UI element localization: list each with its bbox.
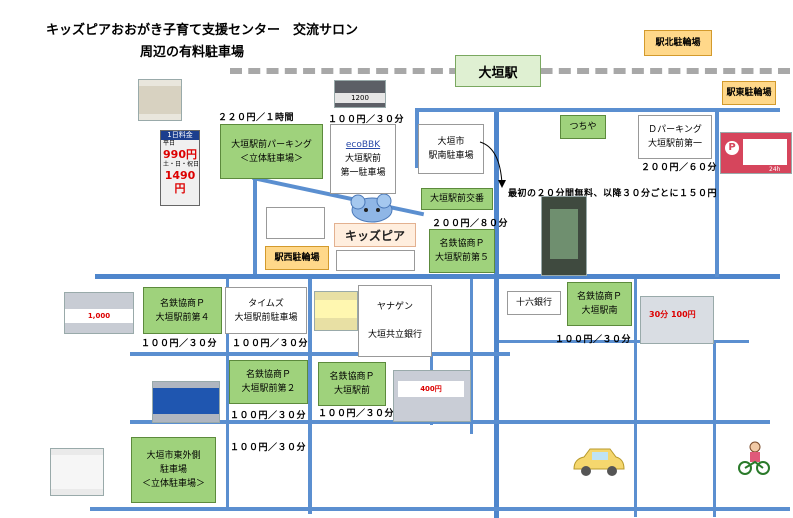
bike-parking-west: 駅西駐輪場 xyxy=(265,246,329,270)
parking-juroku-bank: 十六銀行 xyxy=(507,291,561,315)
blank-building xyxy=(266,207,325,239)
parking-ogaki-ekimae: 大垣駅前パーキング＜立体駐車場＞ xyxy=(220,124,323,179)
price-label: １００円／３０分 xyxy=(328,115,405,125)
road-mid-horizontal xyxy=(130,352,510,356)
kids-pia-mascot-icon xyxy=(350,193,393,223)
photo-sign xyxy=(541,196,587,276)
road-diag-west xyxy=(253,176,257,274)
price-label: １００円／３０分 xyxy=(230,411,307,421)
price-label: ２００円／８０分 xyxy=(432,219,509,229)
road-north-horizontal xyxy=(415,108,780,112)
price-label: 最初の２０分間無料、以降３０分ごとに１５０円 xyxy=(508,189,718,199)
price-label: １００円／３０分 xyxy=(232,339,309,349)
road-lower-horizontal xyxy=(130,420,770,424)
station-label: 大垣駅 xyxy=(455,55,541,87)
parking-d-parking: Ｄパーキング大垣駅前第一 xyxy=(638,115,712,159)
price-label: ２００円／６０分 xyxy=(641,163,718,173)
photo-daily-sign: 1日料金 平日 990円 土・日・祝日 1490円 xyxy=(160,130,200,206)
road-east-horizontal xyxy=(499,340,749,343)
photo-sign xyxy=(138,79,182,121)
cyclist-icon xyxy=(738,441,770,475)
photo-sign xyxy=(50,448,104,496)
price-label: １００円／３０分 xyxy=(141,339,218,349)
photo-sign: 30分 100円 xyxy=(640,296,714,344)
road-north-vertical-right xyxy=(715,112,719,277)
road-vert-d xyxy=(634,279,637,517)
road-vert-e xyxy=(713,340,716,517)
kids-pia-label: キッズピア xyxy=(334,223,416,247)
photo-sign: 1200 xyxy=(334,80,386,108)
road-bottom-horizontal xyxy=(90,507,790,511)
parking-koban: 大垣駅前交番 xyxy=(421,188,493,210)
price-label: ２２０円／１時間 xyxy=(218,113,295,123)
parking-yanagen: ヤナゲン大垣共立銀行 xyxy=(358,285,432,357)
photo-sign: 1,000 xyxy=(64,292,134,334)
road-vert-b xyxy=(308,279,312,514)
road-main-horizontal xyxy=(95,274,780,279)
page-title: キッズピアおおがき子育て支援センター 交流サロン xyxy=(46,23,359,38)
parking-ogaki-city-south: 大垣市駅南駐車場 xyxy=(418,124,484,174)
road-main-vertical xyxy=(494,108,499,518)
page-subtitle: 周辺の有料駐車場 xyxy=(140,45,245,60)
photo-sign xyxy=(314,291,358,331)
price-label: １００円／３０分 xyxy=(318,409,395,419)
arrow-icon xyxy=(479,141,506,188)
bike-parking-east: 駅東駐輪場 xyxy=(722,81,776,105)
price-label: １００円／３０分 xyxy=(555,335,632,345)
parking-tsuchiya: つちや xyxy=(560,115,606,139)
photo-sign: P 24h xyxy=(720,132,792,174)
car-icon xyxy=(573,448,625,476)
photo-sign: 400円 xyxy=(393,370,471,422)
blank-building xyxy=(336,250,415,271)
bike-parking-north: 駅北駐輪場 xyxy=(644,30,712,56)
parking-east-outer: 大垣市東外側駐車場＜立体駐車場＞ xyxy=(131,437,216,503)
parking-ecobbk: ecoBBK 大垣駅前第一駐車場 xyxy=(330,124,396,194)
parking-times: タイムズ大垣駅前駐車場 xyxy=(225,287,307,334)
photo-sign xyxy=(152,381,220,423)
price-label: １００円／３０分 xyxy=(230,443,307,453)
road-north-vertical-left xyxy=(415,108,419,168)
road-vert-a xyxy=(226,279,229,507)
road-west-stub xyxy=(470,279,473,434)
